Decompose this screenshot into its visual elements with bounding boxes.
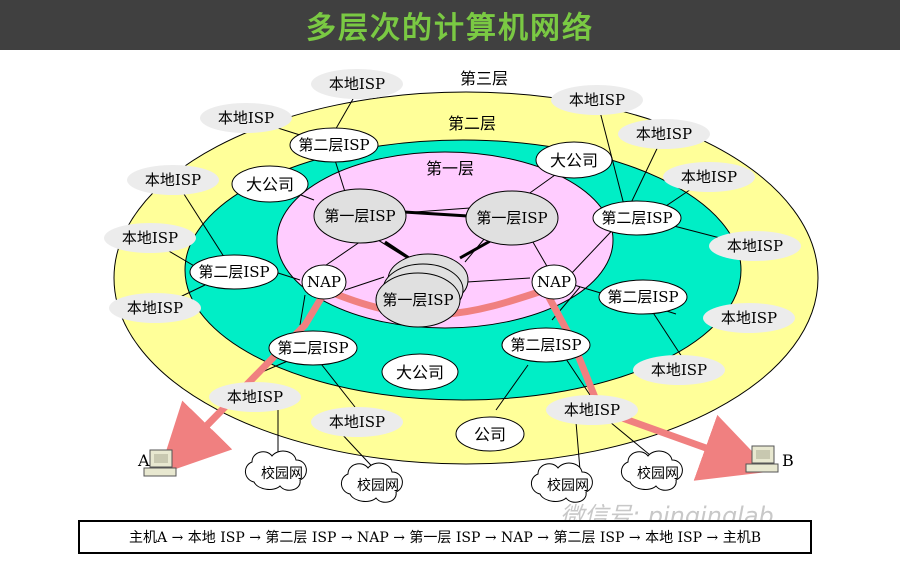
- local-isp-label: 本地ISP: [681, 168, 737, 186]
- nap-label: NAP: [537, 273, 571, 291]
- campus-cloud: [341, 462, 403, 503]
- route-to-host-a: [158, 286, 330, 476]
- campus-cloud: [621, 450, 683, 491]
- local-isp-node: [104, 223, 196, 253]
- network-diagram: 第三层 第二层 第一层: [104, 69, 819, 503]
- local-isp-node: [633, 355, 725, 385]
- tier2-isp-node: [592, 200, 682, 236]
- tier1-isp-label: 第一层ISP: [324, 207, 395, 225]
- local-isp-label: 本地ISP: [127, 299, 183, 317]
- tier2-isp-label: 第二层ISP: [510, 336, 581, 354]
- tier3-label: 第三层: [460, 69, 508, 88]
- local-isp-node: [127, 165, 219, 195]
- local-isp-label: 本地ISP: [569, 91, 625, 109]
- local-isp-label: 本地ISP: [721, 309, 777, 327]
- tier2-isp-node: [501, 327, 591, 363]
- tier2-isp-label: 第二层ISP: [607, 288, 678, 306]
- tier2-isp-label: 第二层ISP: [298, 136, 369, 154]
- company-label: 公司: [474, 425, 506, 444]
- route-description: 主机A → 本地 ISP → 第二层 ISP → NAP → 第一层 ISP →…: [129, 530, 761, 546]
- host-b-computer-icon: [745, 445, 779, 473]
- tier1-isp-label: 第一层ISP: [382, 291, 453, 309]
- nap-node: [531, 264, 577, 300]
- local-isp-label: 本地ISP: [651, 361, 707, 379]
- tier1-isp-node: [313, 188, 407, 244]
- route-description-box: 主机A → 本地 ISP → 第二层 ISP → NAP → 第一层 ISP →…: [78, 520, 812, 554]
- tier2-isp-label: 第二层ISP: [198, 263, 269, 281]
- tier2-isp-node: [268, 330, 358, 366]
- host-b-label: B: [782, 451, 794, 470]
- local-isp-label: 本地ISP: [227, 388, 283, 406]
- local-isp-label: 本地ISP: [329, 413, 385, 431]
- tier1-isp-node: [375, 272, 461, 328]
- local-isp-label: 本地ISP: [145, 171, 201, 189]
- campus-label: 校园网: [357, 477, 399, 494]
- campus-label: 校园网: [547, 477, 589, 494]
- tier2-label: 第二层: [448, 114, 496, 133]
- local-isp-node: [663, 162, 755, 192]
- local-isp-node: [551, 85, 643, 115]
- tier2-isp-label: 第二层ISP: [601, 209, 672, 227]
- local-isp-label: 本地ISP: [636, 125, 692, 143]
- nap-node: [301, 264, 347, 300]
- tier1-isp-node: [465, 190, 559, 246]
- local-isp-node: [709, 231, 801, 261]
- tier2-isp-node: [598, 279, 688, 315]
- big-company-label: 大公司: [246, 175, 294, 194]
- backbone-links: [384, 210, 493, 262]
- local-isp-label: 本地ISP: [329, 75, 385, 93]
- tier2-isp-node: [189, 254, 279, 290]
- local-isp-label: 本地ISP: [218, 109, 274, 127]
- big-company-node: [381, 353, 459, 391]
- tier2-isp-node: [289, 127, 379, 163]
- local-isp-node: [109, 293, 201, 323]
- local-isp-label: 本地ISP: [122, 229, 178, 247]
- host-a-label: A: [137, 451, 150, 470]
- company-node: [455, 416, 525, 452]
- local-isp-node: [618, 119, 710, 149]
- local-isp-label: 本地ISP: [564, 401, 620, 419]
- campus-cloud: [531, 462, 593, 503]
- local-isp-node: [311, 407, 403, 437]
- big-company-node: [535, 141, 613, 179]
- tier2-isp-label: 第二层ISP: [277, 339, 348, 357]
- route-to-host-b: [541, 286, 772, 481]
- local-isp-node: [311, 69, 403, 99]
- campus-label: 校园网: [637, 465, 679, 482]
- big-company-node: [231, 165, 309, 203]
- big-company-label: 大公司: [396, 363, 444, 382]
- title-bar: 多层次的计算机网络: [0, 0, 900, 50]
- local-isp-label: 本地ISP: [727, 237, 783, 255]
- campus-label: 校园网: [261, 465, 303, 482]
- page-title: 多层次的计算机网络: [306, 11, 594, 46]
- local-isp-node: [200, 103, 292, 133]
- host-a-computer-icon: [143, 449, 177, 477]
- big-company-label: 大公司: [550, 151, 598, 170]
- tier1-isp-label: 第一层ISP: [476, 209, 547, 227]
- nap-label: NAP: [307, 273, 341, 291]
- local-isp-node: [209, 382, 301, 412]
- tier1-label: 第一层: [426, 159, 474, 178]
- local-isp-node: [703, 303, 795, 333]
- local-isp-node: [546, 395, 638, 425]
- campus-cloud: [245, 450, 307, 491]
